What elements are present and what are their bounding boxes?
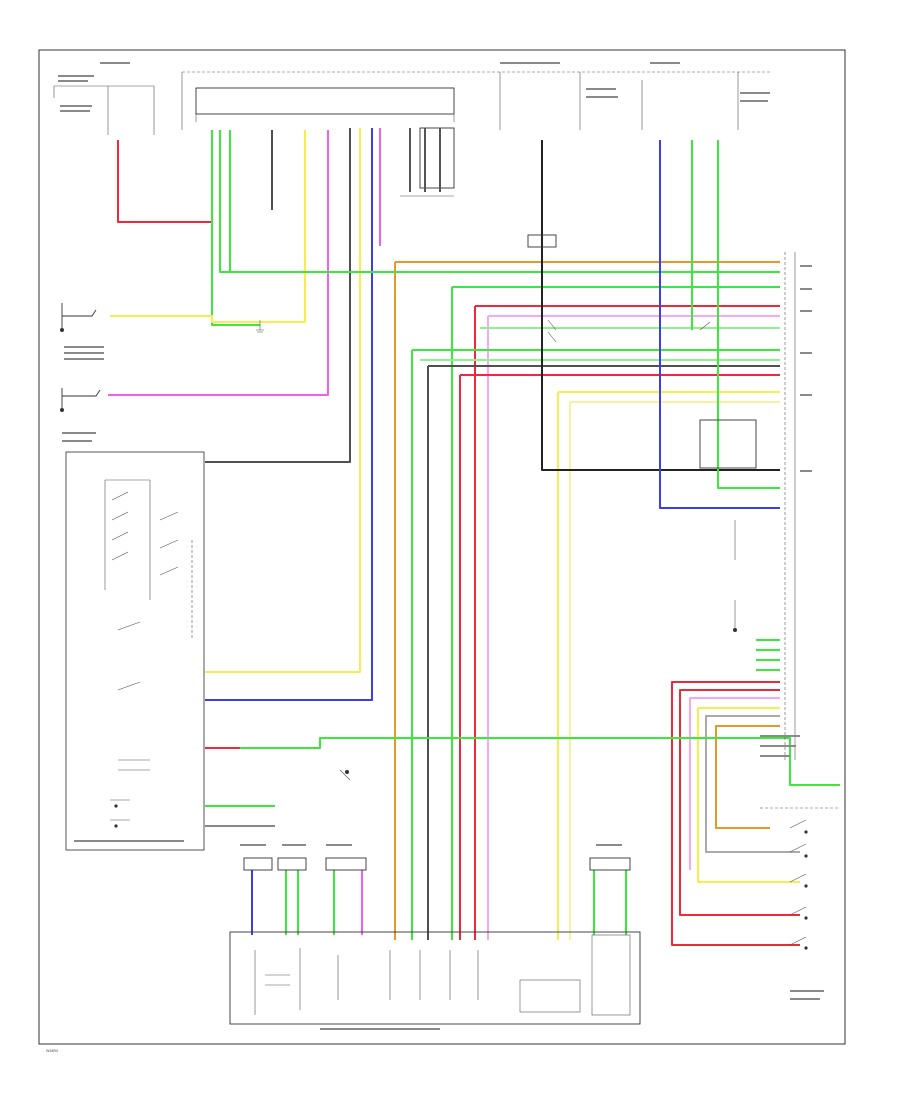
wire-red-left [117,140,213,275]
wire-yellow-bus-1 [557,391,780,940]
wire-gray-bus [427,365,780,940]
wire-red-bus-1 [474,305,780,940]
wire-green-2 [219,130,262,273]
wire-pink-1 [108,130,329,396]
right-connector-column [699,252,840,950]
wire-pink-sw [689,697,780,870]
label-marks [58,62,824,1030]
wire-green-long [205,737,840,786]
wire-yellow-2 [205,128,361,673]
wire-yellow-1 [110,130,306,323]
wire-red-sw-1 [671,681,800,946]
footer-code: W8890 [46,1049,58,1053]
wire-yellow-sw [697,707,800,883]
left-switch-assembly [65,451,205,851]
wire-dark-center [541,140,780,471]
wire-orange-sw [715,725,780,829]
center-connectors [400,195,557,343]
wire-blue-1 [205,128,373,701]
bottom-module [229,857,641,1025]
wire-red-sw-2 [679,689,800,916]
diagram-frame [38,49,846,1045]
wire-orange-bus [394,261,780,940]
wire-yellow-bus-2 [569,401,780,940]
wire-blue-right [659,140,780,509]
wire-green-bus-2 [451,286,780,940]
wire-green-1 [211,130,260,326]
wire-red-bus-2 [459,374,780,940]
wire-gray-2 [205,128,351,463]
wire-green-right-2 [717,140,780,489]
wire-pink-bus [487,315,780,940]
top-connectors [53,71,770,189]
wires [108,128,840,946]
wire-gray-sw [705,715,800,853]
left-components [60,303,351,851]
